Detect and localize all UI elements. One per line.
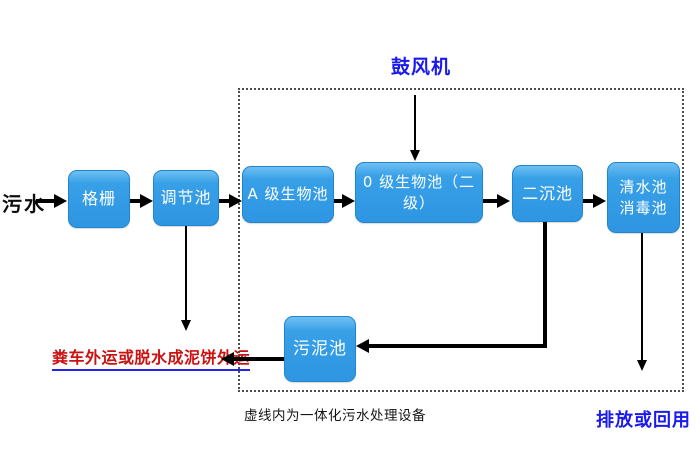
- node-a-bio-tank: A 级生物池: [242, 166, 334, 223]
- node-sludge-tank-label: 污泥池: [293, 338, 347, 359]
- arrowhead-influent-to-grid: [54, 194, 67, 208]
- arrowhead-blower-to-o-bio: [410, 150, 420, 161]
- arrowhead-clear-water-to-discharge: [637, 360, 647, 371]
- arrowhead-sedimentation-to-clear-water: [593, 194, 606, 208]
- arrowhead-grid-to-regulating: [140, 194, 153, 208]
- node-secondary-sedimentation-tank: 二沉池: [512, 165, 583, 222]
- arrowhead-regulating-to-a-bio: [229, 194, 242, 208]
- arrow-a-bio-to-o-bio: [334, 199, 344, 203]
- integrated-equipment-boundary: [238, 88, 684, 392]
- node-clear-water-disinfection-tank: 清水池 消毒池: [607, 162, 680, 233]
- arrow-clear-water-to-discharge: [641, 233, 643, 361]
- node-disinfection-line: 消毒池: [619, 198, 668, 217]
- arrow-regulating-to-a-bio: [219, 199, 231, 203]
- arrowhead-sludge-to-disposal: [221, 352, 234, 366]
- node-regulating-tank: 调节池: [153, 170, 219, 226]
- boundary-caption: 虚线内为一体化污水处理设备: [244, 408, 426, 424]
- arrowhead-sedimentation-to-sludge: [356, 339, 369, 353]
- sludge-disposal-label: 粪车外运或脱水成泥饼外运: [52, 344, 251, 371]
- node-grid: 格栅: [68, 170, 130, 228]
- arrow-sedimentation-to-sludge-horizontal: [367, 344, 547, 348]
- arrow-sludge-to-disposal: [233, 357, 284, 361]
- arrow-grid-to-regulating: [130, 199, 142, 203]
- node-clear-water-line: 清水池: [619, 178, 668, 197]
- node-a-bio-tank-label: A 级生物池: [247, 185, 329, 204]
- arrow-sedimentation-to-clear-water: [583, 199, 595, 203]
- arrowhead-regulating-to-disposal: [181, 320, 191, 331]
- arrow-blower-to-o-bio: [414, 95, 416, 151]
- node-o-bio-tank: 0 级生物池（二级）: [355, 162, 483, 223]
- node-regulating-tank-label: 调节池: [160, 188, 212, 208]
- node-secondary-sedimentation-tank-label: 二沉池: [521, 183, 573, 203]
- discharge-label: 排放或回用: [596, 410, 691, 431]
- arrowhead-o-bio-to-sedimentation: [497, 194, 510, 208]
- arrowhead-a-bio-to-o-bio: [342, 194, 355, 208]
- influent-label: 污水: [2, 192, 46, 216]
- node-o-bio-tank-label: 0 级生物池（二级）: [362, 173, 476, 212]
- node-grid-label: 格栅: [81, 189, 116, 209]
- arrow-influent-to-grid: [36, 199, 56, 203]
- blower-label: 鼓风机: [391, 56, 452, 78]
- arrow-regulating-to-disposal: [185, 226, 187, 321]
- node-sludge-tank: 污泥池: [284, 316, 356, 382]
- arrow-sedimentation-to-sludge-vertical: [543, 222, 547, 348]
- arrow-o-bio-to-sedimentation: [483, 199, 499, 203]
